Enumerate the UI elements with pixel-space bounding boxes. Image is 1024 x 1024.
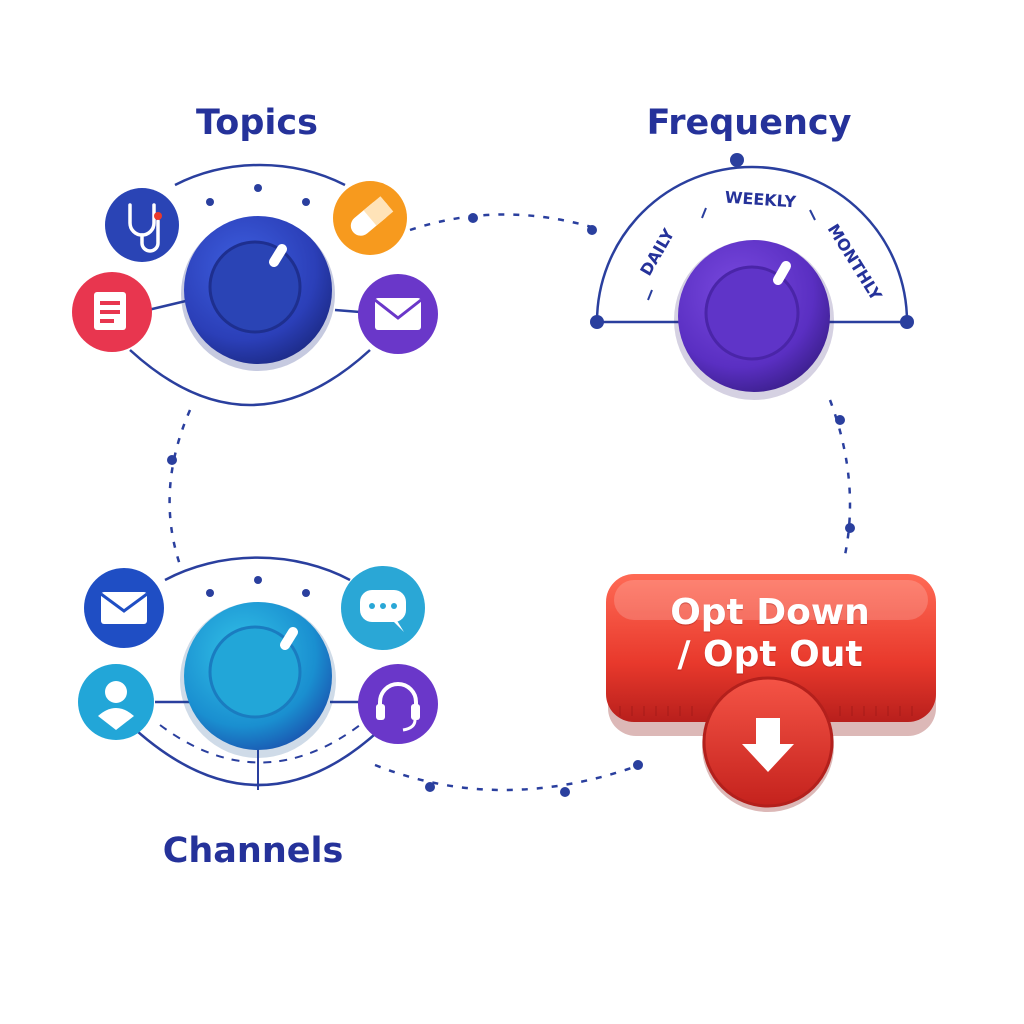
frequency-knob[interactable] xyxy=(674,240,834,400)
topics-title: Topics xyxy=(196,103,318,143)
channels-control xyxy=(78,556,438,790)
channels-title: Channels xyxy=(163,831,344,871)
frequency-control: DAILY WEEKLY MONTHLY xyxy=(590,153,914,400)
frequency-daily-label: DAILY xyxy=(636,225,678,279)
frequency-arc xyxy=(595,165,909,323)
person-icon xyxy=(78,664,154,740)
mail-icon xyxy=(84,568,164,648)
channels-ring xyxy=(164,556,351,582)
topics-ring-bottom xyxy=(129,349,371,407)
connector-topics-channels xyxy=(168,409,192,566)
frequency-monthly-label: MONTHLY xyxy=(824,220,886,304)
topics-control xyxy=(72,163,438,407)
arrow-down-icon[interactable] xyxy=(702,676,834,812)
topics-ring xyxy=(174,163,346,187)
stethoscope-icon xyxy=(105,188,179,262)
connector-channels-button xyxy=(374,763,641,792)
frequency-title: Frequency xyxy=(647,103,852,143)
opt-out-button[interactable] xyxy=(606,574,936,812)
chat-bubble-icon xyxy=(341,566,425,650)
headset-icon xyxy=(358,664,438,744)
channels-knob[interactable] xyxy=(180,602,336,758)
document-icon xyxy=(72,272,152,352)
connector-dots xyxy=(167,213,855,797)
frequency-weekly-label: WEEKLY xyxy=(724,188,797,212)
topics-knob[interactable] xyxy=(181,216,335,371)
connector-topics-frequency xyxy=(409,213,596,232)
pill-icon xyxy=(333,181,407,255)
envelope-icon xyxy=(358,274,438,354)
